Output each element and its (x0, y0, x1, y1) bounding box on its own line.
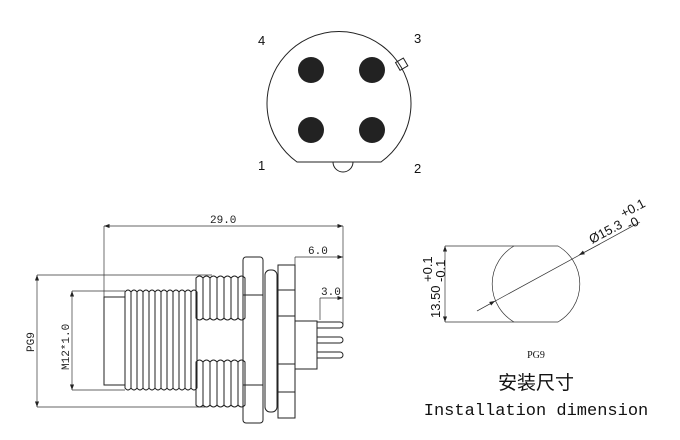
diameter-dim: Ø15.3 (586, 217, 624, 247)
thread-ridge (166, 289, 174, 391)
pin-3 (359, 57, 385, 83)
pin-label-4: 4 (258, 33, 265, 48)
pin-face-view: 4 3 1 2 (258, 31, 421, 176)
thread-ridge (142, 289, 150, 391)
thread-ridge (154, 289, 162, 391)
thread-ridge (209, 275, 218, 321)
front-nose (103, 296, 126, 386)
washer (264, 269, 278, 413)
dim-pg9: PG9 (26, 332, 38, 352)
flange (277, 264, 296, 419)
thread-ridge (209, 359, 218, 408)
hex-nut (242, 256, 264, 424)
dim-flange: 6.0 (308, 246, 328, 258)
contact-pins (294, 320, 344, 370)
thread-ridge (216, 275, 225, 321)
height-dim: 13.50 (428, 285, 443, 318)
thread-ridge (237, 275, 246, 321)
thread-ridge (148, 289, 156, 391)
thread-ridge (184, 289, 192, 391)
thread-ridge (230, 359, 239, 408)
pin-4 (298, 57, 324, 83)
side-view: 29.0 6.0 3.0 PG9 M12*1.0 (26, 215, 344, 424)
pin-label-2: 2 (414, 161, 421, 176)
thread-ridge (202, 359, 211, 408)
thread-ridge (202, 275, 211, 321)
m12-thread (124, 289, 198, 391)
installation-cutout: 13.50 +0.1 -0.1 Ø15.3 +0.1 -0 PG9 安装尺寸 I… (420, 196, 648, 421)
pin-label-1: 1 (258, 158, 265, 173)
face-outline (266, 31, 412, 163)
thread-ridge (237, 359, 246, 408)
pg9-thread (195, 275, 246, 408)
cutout-outline (491, 245, 581, 323)
thread-ridge (136, 289, 144, 391)
pin-2 (359, 117, 385, 143)
thread-ridge (160, 289, 168, 391)
thread-ridge (190, 289, 198, 391)
thread-ridge (178, 289, 186, 391)
thread-ridge (124, 289, 132, 391)
pin-1 (298, 117, 324, 143)
thread-label: PG9 (527, 350, 545, 361)
thread-ridge (172, 289, 180, 391)
key-notch (332, 161, 354, 173)
dim-pins: 3.0 (321, 287, 341, 299)
thread-ridge (223, 359, 232, 408)
pin-label-3: 3 (414, 31, 421, 46)
dim-overall-length: 29.0 (210, 215, 236, 227)
height-tol-minus: -0.1 (433, 260, 448, 282)
thread-ridge (216, 359, 225, 408)
title-cn: 安装尺寸 (498, 372, 574, 394)
thread-ridge (230, 275, 239, 321)
title-en: Installation dimension (424, 402, 648, 421)
thread-ridge (130, 289, 138, 391)
key-square (394, 57, 409, 72)
height-tol-plus: +0.1 (420, 256, 435, 282)
dim-thread: M12*1.0 (61, 324, 73, 370)
thread-ridge (223, 275, 232, 321)
